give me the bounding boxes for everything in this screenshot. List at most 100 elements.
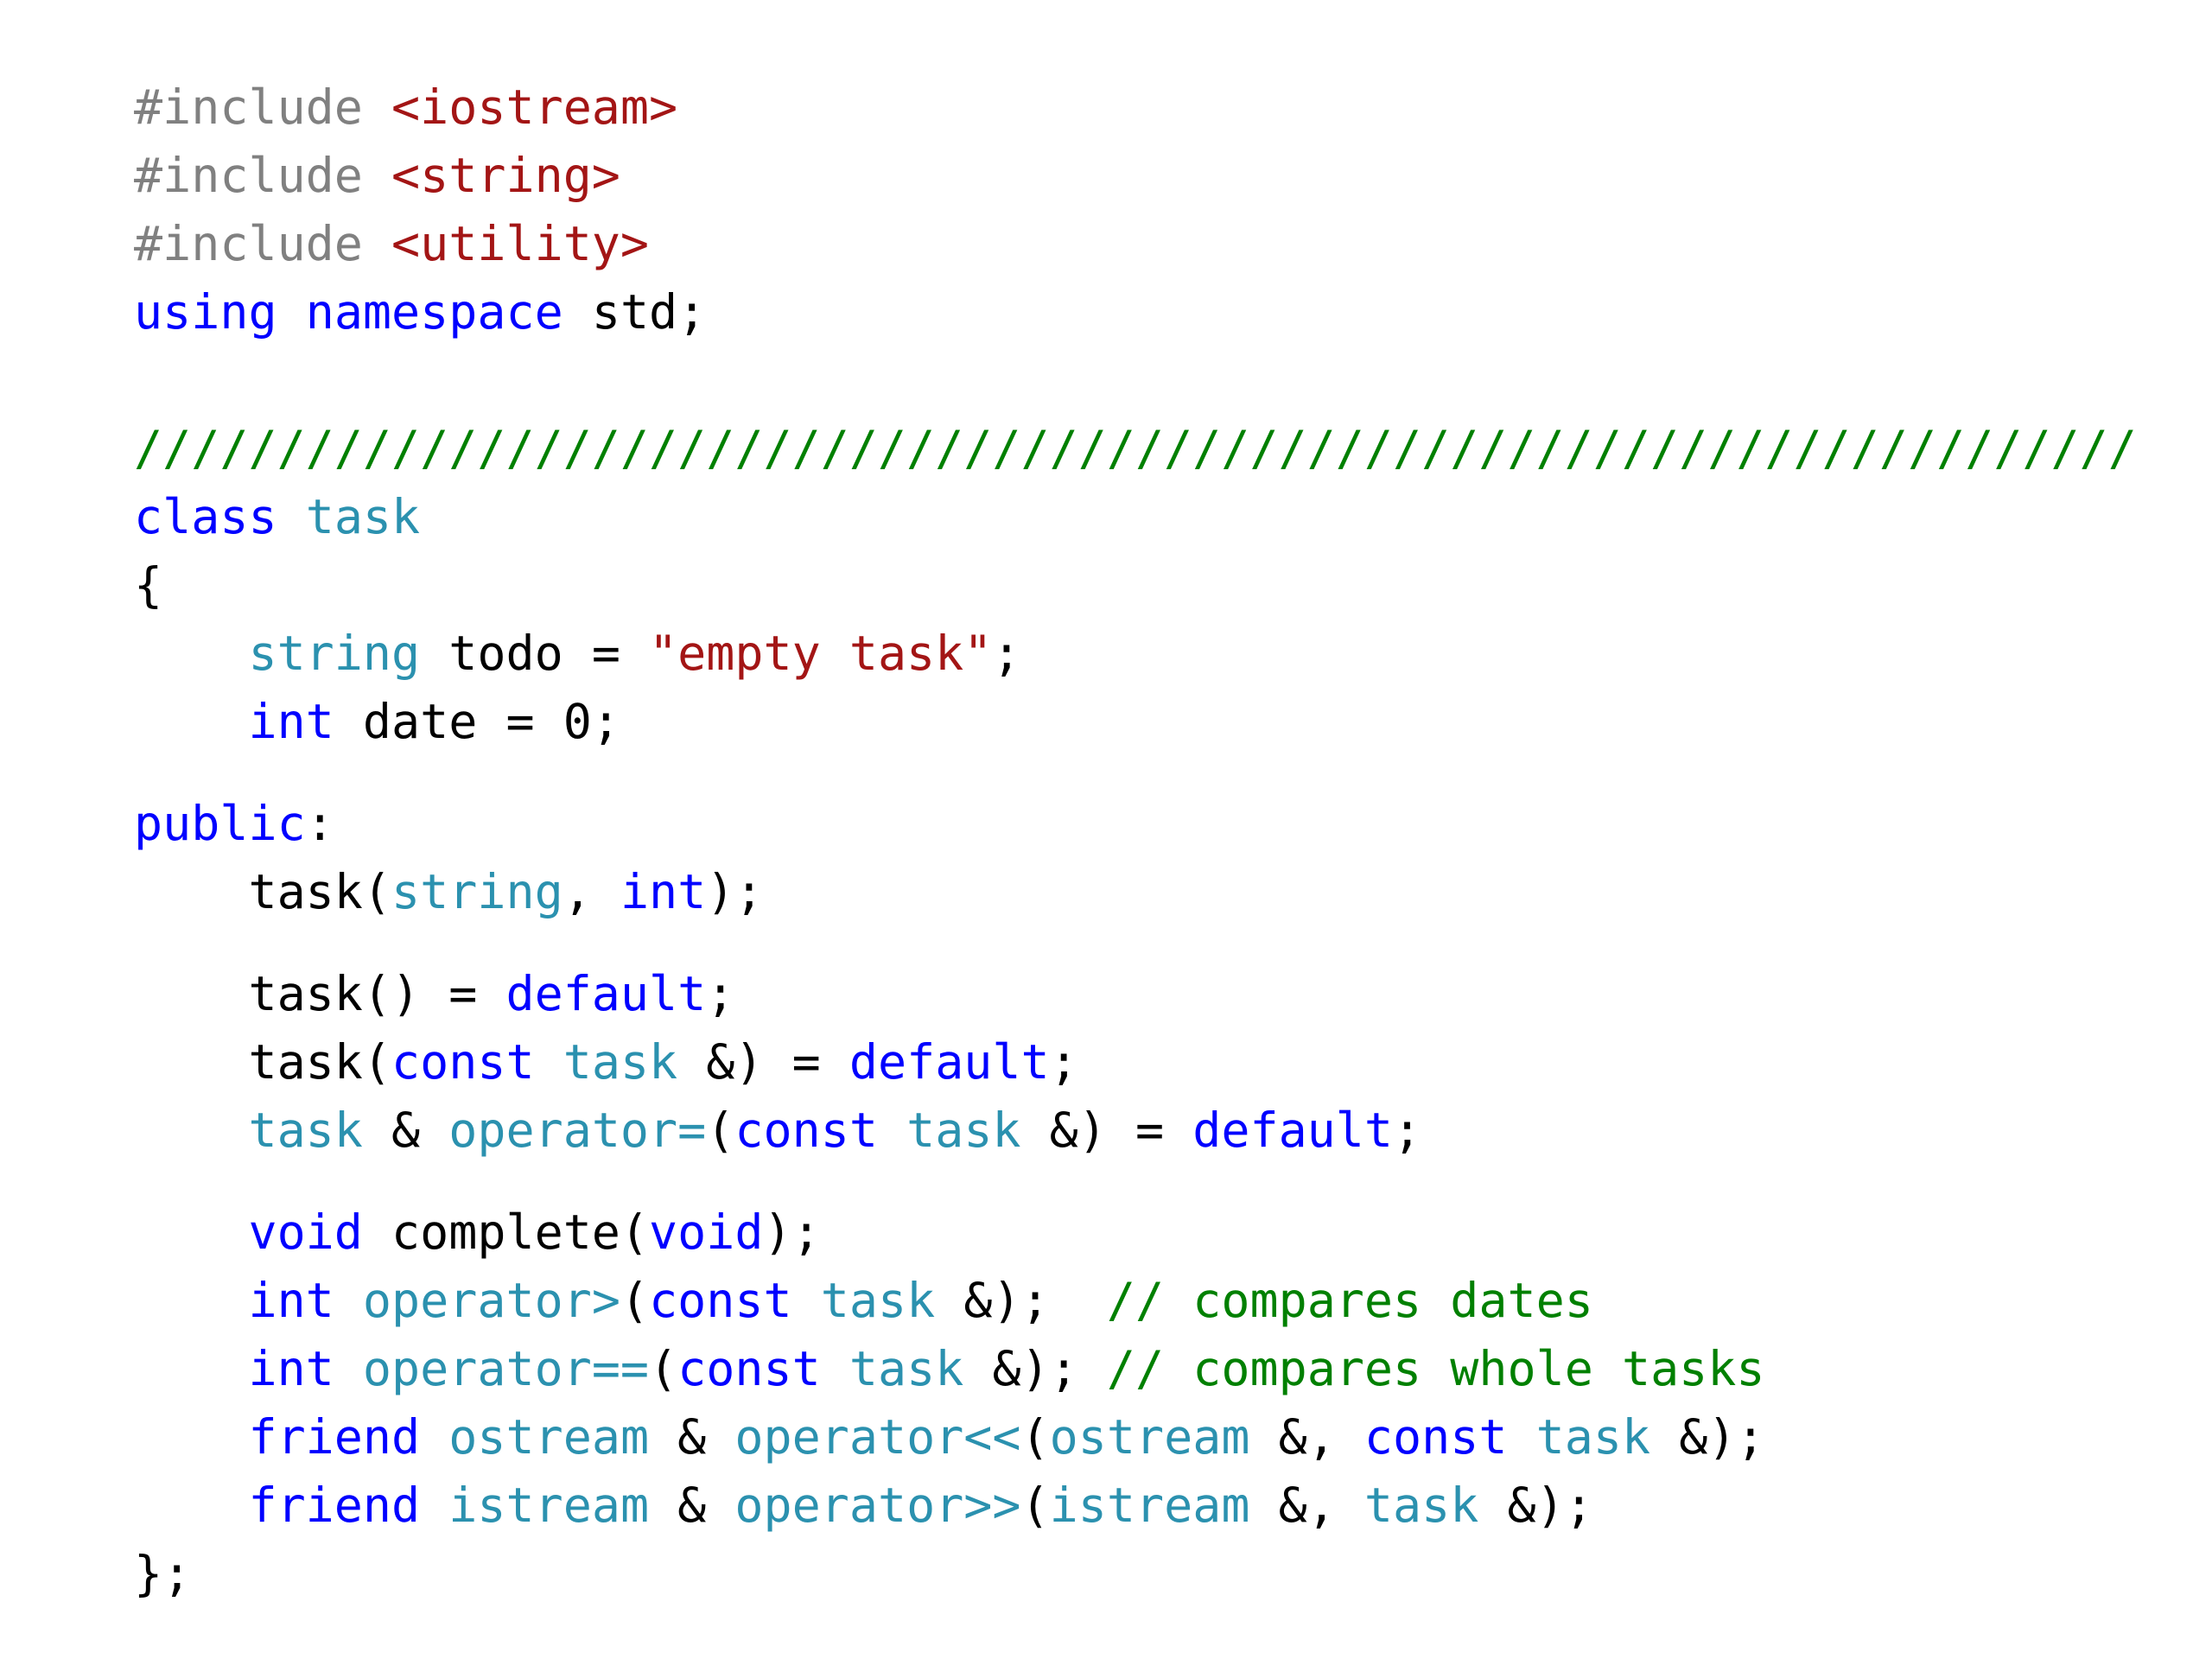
code-token-plain: & <box>362 1103 449 1158</box>
code-token-string: <string> <box>391 148 620 203</box>
code-token-type: task <box>305 489 421 544</box>
line-gap <box>134 756 2137 790</box>
code-token-plain <box>134 1478 248 1533</box>
code-token-keyword: const <box>649 1273 792 1328</box>
code-token-type: operator== <box>362 1341 650 1396</box>
code-token-plain <box>1508 1409 1536 1465</box>
code-token-type: task <box>906 1103 1021 1158</box>
code-token-comment: ////////////////////////////////////////… <box>134 421 2137 476</box>
code-line: { <box>134 551 2137 620</box>
code-line: int operator>(const task &); // compares… <box>134 1267 2137 1335</box>
code-token-plain: ( <box>706 1103 735 1158</box>
code-token-keyword: const <box>734 1103 878 1158</box>
code-token-plain: , <box>563 864 620 919</box>
code-token-string: <iostream> <box>391 79 678 135</box>
code-line: public: <box>134 790 2137 858</box>
code-token-keyword: class <box>134 489 277 544</box>
code-token-plain <box>134 1341 248 1396</box>
code-token-keyword: friend <box>248 1409 421 1465</box>
code-token-plain <box>878 1103 906 1158</box>
code-line: ////////////////////////////////////////… <box>134 415 2137 483</box>
code-line: task(const task &) = default; <box>134 1028 2137 1096</box>
code-token-type: task <box>248 1103 363 1158</box>
code-token-plain: ; <box>992 626 1021 681</box>
code-token-plain: &) = <box>1020 1103 1193 1158</box>
code-token-preprocessor: #include <box>134 79 392 135</box>
code-token-keyword: const <box>677 1341 821 1396</box>
code-token-plain: &); <box>1478 1478 1593 1533</box>
code-token-plain: & <box>649 1478 735 1533</box>
code-token-type: ostream <box>1049 1409 1250 1465</box>
code-line: #include <iostream> <box>134 73 2137 142</box>
code-token-plain: todo = <box>420 626 650 681</box>
code-token-plain: std; <box>563 284 707 340</box>
code-token-keyword: int <box>248 1341 334 1396</box>
code-token-plain <box>792 1273 821 1328</box>
blank-line <box>134 346 2137 415</box>
code-line: task(string, int); <box>134 858 2137 926</box>
code-token-plain <box>334 1341 363 1396</box>
code-listing: #include <iostream>#include <string>#inc… <box>134 73 2137 1608</box>
code-token-string: "empty task" <box>649 626 993 681</box>
code-token-keyword: using <box>134 284 277 340</box>
code-token-plain: task() = <box>134 966 506 1021</box>
code-token-plain: ( <box>620 1273 650 1328</box>
code-token-type: istream <box>448 1478 650 1533</box>
code-token-keyword: int <box>248 1273 334 1328</box>
code-token-type: operator> <box>362 1273 620 1328</box>
code-line: friend istream & operator>>(istream &, t… <box>134 1471 2137 1540</box>
code-token-plain: }; <box>134 1546 192 1601</box>
code-token-string: <utility> <box>391 216 650 271</box>
code-token-plain: ; <box>706 966 735 1021</box>
line-gap <box>134 1165 2137 1198</box>
code-token-plain <box>134 1409 248 1465</box>
code-token-plain <box>134 626 248 681</box>
line-gap <box>134 926 2137 960</box>
code-token-type: istream <box>1049 1478 1250 1533</box>
code-line: string todo = "empty task"; <box>134 620 2137 688</box>
code-token-plain <box>334 1273 363 1328</box>
code-token-plain: &); <box>963 1341 1107 1396</box>
code-token-keyword: int <box>620 864 707 919</box>
code-token-plain <box>134 694 248 749</box>
code-token-plain: ; <box>1393 1103 1422 1158</box>
code-line: int date = 0; <box>134 688 2137 756</box>
code-line: #include <string> <box>134 142 2137 210</box>
code-token-plain: &); <box>935 1273 1107 1328</box>
code-token-plain <box>277 489 306 544</box>
code-token-type: operator<< <box>734 1409 1021 1465</box>
code-token-plain: complete( <box>362 1205 650 1260</box>
code-token-plain: ( <box>649 1341 678 1396</box>
code-token-plain <box>134 1205 248 1260</box>
code-token-preprocessor: #include <box>134 148 392 203</box>
code-token-keyword: const <box>391 1034 535 1090</box>
code-token-plain: & <box>649 1409 735 1465</box>
code-token-keyword: friend <box>248 1478 421 1533</box>
code-token-keyword: void <box>649 1205 764 1260</box>
code-line: task() = default; <box>134 960 2137 1028</box>
code-token-keyword: default <box>1192 1103 1394 1158</box>
code-token-plain: task( <box>134 864 392 919</box>
code-token-plain: { <box>134 557 163 613</box>
code-line: void complete(void); <box>134 1198 2137 1267</box>
code-token-type: task <box>820 1273 936 1328</box>
code-line: #include <utility> <box>134 210 2137 278</box>
code-token-plain: &) = <box>677 1034 849 1090</box>
code-token-plain: task( <box>134 1034 392 1090</box>
code-token-plain <box>134 1273 248 1328</box>
code-token-keyword: default <box>505 966 707 1021</box>
code-token-type: task <box>1363 1478 1479 1533</box>
code-token-plain: date = 0; <box>334 694 620 749</box>
code-token-comment: // compares whole tasks <box>1106 1341 1765 1396</box>
code-token-plain: ( <box>1020 1409 1050 1465</box>
code-token-keyword: public <box>134 796 306 851</box>
code-token-keyword: default <box>849 1034 1050 1090</box>
code-token-comment: // compares dates <box>1106 1273 1593 1328</box>
code-token-type: task <box>849 1341 964 1396</box>
code-token-keyword: void <box>248 1205 363 1260</box>
code-line: task & operator=(const task &) = default… <box>134 1096 2137 1165</box>
code-token-plain: ; <box>1049 1034 1078 1090</box>
code-line: int operator==(const task &); // compare… <box>134 1335 2137 1403</box>
code-token-plain <box>535 1034 563 1090</box>
code-line: }; <box>134 1540 2137 1608</box>
